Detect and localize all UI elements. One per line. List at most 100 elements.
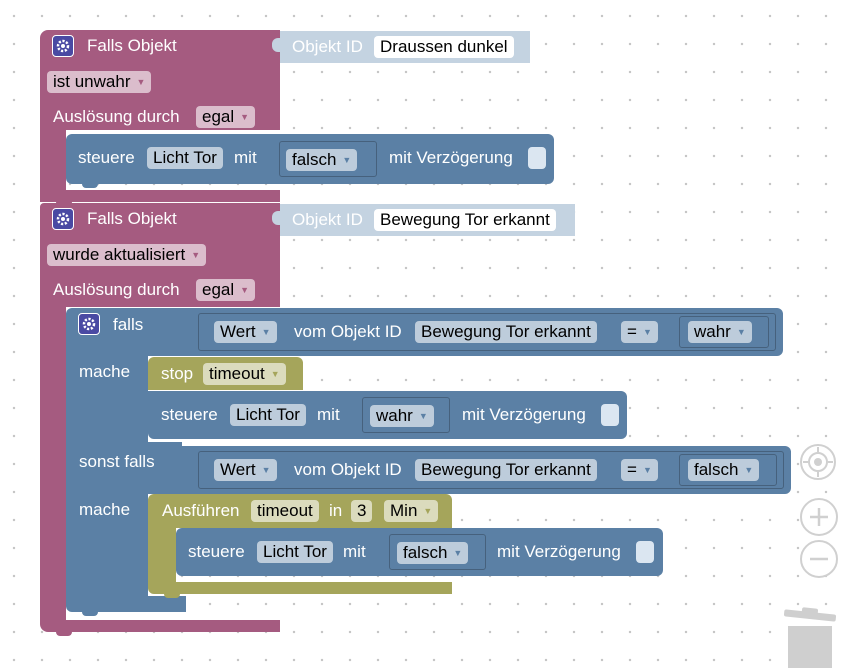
zoom-in-button[interactable] xyxy=(800,498,838,536)
trigger-2-notch xyxy=(56,632,72,636)
zoom-out-button[interactable] xyxy=(800,540,838,578)
condition-2-value-text: Wert xyxy=(220,460,256,479)
chevron-down-icon: ▼ xyxy=(642,465,652,475)
chevron-down-icon: ▼ xyxy=(261,327,271,337)
else-if-label: sonst falls xyxy=(79,452,155,471)
timeout-unit-text: Min xyxy=(390,501,418,520)
condition-1-compare-dropdown[interactable]: wahr ▼ xyxy=(688,321,752,343)
trigger-1-trigger-text: egal xyxy=(202,107,235,126)
condition-2-block[interactable]: Wert▼ vom Objekt ID Bewegung Tor erkannt… xyxy=(182,446,791,494)
trigger-2-object-block[interactable]: Objekt ID Bewegung Tor erkannt xyxy=(280,204,575,236)
trigger-1-condition-text: ist unwahr xyxy=(53,72,131,91)
chevron-down-icon: ▼ xyxy=(418,411,428,421)
trigger-1-gear-icon[interactable] xyxy=(52,35,74,57)
control-1-target-dropdown[interactable]: Licht Tor xyxy=(147,147,223,169)
stop-label: stop xyxy=(161,364,194,383)
timeout-label: Ausführen xyxy=(162,501,240,520)
trigger-1-object-block[interactable]: Objekt ID Draussen dunkel xyxy=(280,31,530,63)
trigger-2-trigger-dropdown[interactable]: egal ▼ xyxy=(196,279,256,301)
control-2-delay-label: mit Verzögerung xyxy=(462,405,586,424)
control-1-value-slot: falsch▼ xyxy=(279,141,377,177)
if-block-row-1 xyxy=(148,308,182,356)
condition-1-value-dropdown[interactable]: Wert▼ xyxy=(214,321,277,343)
control-block-1[interactable]: steuere Licht Tor mit falsch▼ mit Verzög… xyxy=(66,134,554,184)
chevron-down-icon: ▼ xyxy=(423,506,433,516)
control-1-delay-checkbox[interactable] xyxy=(528,147,546,169)
if-block-row-2 xyxy=(148,442,182,494)
if-block-spine[interactable] xyxy=(66,308,148,612)
chevron-down-icon: ▼ xyxy=(736,327,746,337)
trigger-2-object-label: Objekt ID xyxy=(292,210,363,229)
control-1-verb: steuere xyxy=(78,148,135,167)
recenter-button[interactable] xyxy=(800,444,836,480)
trash-can-icon[interactable] xyxy=(783,607,837,668)
timeout-unit-dropdown[interactable]: Min ▼ xyxy=(384,500,439,522)
chevron-down-icon: ▼ xyxy=(191,250,201,260)
control-2-delay-checkbox[interactable] xyxy=(601,404,619,426)
trigger-2-trigger-text: egal xyxy=(202,280,235,299)
condition-1-operator-text: = xyxy=(627,322,637,341)
trigger-2-condition-dropdown[interactable]: wurde aktualisiert ▼ xyxy=(47,244,207,266)
condition-1-compare-text: wahr xyxy=(694,322,731,341)
control-3-value-slot: falsch ▼ xyxy=(389,534,486,570)
timeout-block-notch xyxy=(164,594,180,598)
condition-1-operator-dropdown[interactable]: =▼ xyxy=(621,321,658,343)
condition-2-compare-text: falsch xyxy=(694,460,739,479)
condition-2-object-field[interactable]: Bewegung Tor erkannt xyxy=(415,459,597,481)
target-icon xyxy=(803,447,833,477)
control-block-2[interactable]: steuere Licht Tor mit wahr▼ mit Verzöger… xyxy=(148,391,627,439)
trigger-2-gear-icon[interactable] xyxy=(52,208,74,230)
if-block-gear-icon[interactable] xyxy=(78,313,100,335)
trigger-1-condition-dropdown[interactable]: ist unwahr ▼ xyxy=(47,71,152,93)
control-1-value-dropdown[interactable]: falsch▼ xyxy=(286,149,358,171)
trigger-1-object-label: Objekt ID xyxy=(292,37,363,56)
trigger-1-body-bottom xyxy=(40,190,280,202)
trigger-2-input-tab xyxy=(272,211,280,225)
minus-icon xyxy=(810,557,828,561)
chevron-down-icon: ▼ xyxy=(342,155,352,165)
trigger-1-object-field[interactable]: Draussen dunkel xyxy=(374,36,514,58)
condition-1-object-field[interactable]: Bewegung Tor erkannt xyxy=(415,321,597,343)
chevron-down-icon: ▼ xyxy=(240,285,250,295)
condition-2-operator-dropdown[interactable]: =▼ xyxy=(621,459,658,481)
trigger-2-body-left xyxy=(40,307,66,620)
chevron-down-icon: ▼ xyxy=(270,369,280,379)
if-label: falls xyxy=(113,315,144,334)
control-2-with: mit xyxy=(317,405,340,424)
trigger-2-body-bottom xyxy=(40,620,280,632)
do-label-2: mache xyxy=(79,500,131,519)
trigger-2-condition-text: wurde aktualisiert xyxy=(53,245,186,264)
control-1-with: mit xyxy=(234,148,257,167)
control-3-target-dropdown[interactable]: Licht Tor xyxy=(257,541,333,563)
chevron-down-icon: ▼ xyxy=(136,77,146,87)
timeout-amount-field[interactable]: 3 xyxy=(351,500,373,522)
control-3-value-dropdown[interactable]: falsch ▼ xyxy=(397,542,469,564)
control-3-delay-label: mit Verzögerung xyxy=(497,542,621,561)
control-2-target-dropdown[interactable]: Licht Tor xyxy=(230,404,306,426)
stop-timeout-block[interactable]: stop timeout▼ xyxy=(148,357,303,390)
timeout-block-spine xyxy=(148,528,176,582)
control-2-value-dropdown[interactable]: wahr ▼ xyxy=(370,405,434,427)
trigger-1-body-left xyxy=(40,130,66,190)
control-3-value-text: falsch xyxy=(403,543,448,562)
trigger-2-header: Falls Objekt xyxy=(87,209,177,228)
stop-timer-dropdown[interactable]: timeout▼ xyxy=(203,363,286,385)
control-2-value-text: wahr xyxy=(376,406,413,425)
trigger-2-object-field[interactable]: Bewegung Tor erkannt xyxy=(374,209,556,231)
control-2-value-slot: wahr ▼ xyxy=(362,397,450,433)
timeout-timer-field[interactable]: timeout xyxy=(251,500,319,522)
do-label-1: mache xyxy=(79,362,131,381)
condition-2-compare-dropdown[interactable]: falsch▼ xyxy=(688,459,760,481)
chevron-down-icon: ▼ xyxy=(453,548,463,558)
timeout-block-header[interactable]: Ausführen timeout in 3 Min▼ xyxy=(148,494,452,528)
chevron-down-icon: ▼ xyxy=(642,327,652,337)
if-block-notch xyxy=(82,612,98,616)
trigger-1-trigger-dropdown[interactable]: egal ▼ xyxy=(196,106,256,128)
control-3-delay-checkbox[interactable] xyxy=(636,541,654,563)
control-block-3[interactable]: steuere Licht Tor mit falsch▼ mit Verzög… xyxy=(176,528,663,576)
if-block-foot xyxy=(148,596,186,612)
condition-2-operator-text: = xyxy=(627,460,637,479)
condition-1-block[interactable]: Wert▼ vom Objekt ID Bewegung Tor erkannt… xyxy=(182,308,783,356)
condition-2-value-dropdown[interactable]: Wert▼ xyxy=(214,459,277,481)
chevron-down-icon: ▼ xyxy=(240,112,250,122)
